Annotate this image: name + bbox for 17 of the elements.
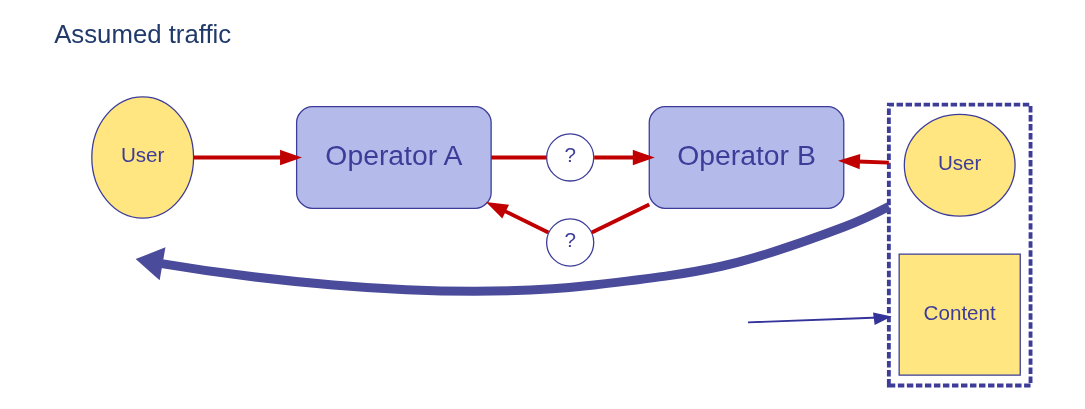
arrow	[135, 202, 891, 296]
node-circle: User	[903, 113, 1016, 217]
node-circle: ?	[546, 218, 595, 267]
connector	[491, 155, 547, 160]
label: Assumed traffic	[54, 19, 232, 48]
node-ellipse: User	[91, 96, 195, 219]
arrow	[193, 149, 302, 166]
node-box: Operator A	[295, 105, 492, 209]
arrow	[594, 149, 655, 166]
node-box: Operator B	[648, 105, 845, 209]
arrow	[485, 201, 550, 235]
node-box: Content	[898, 253, 1021, 376]
connector	[590, 202, 651, 235]
node-circle: ?	[546, 133, 595, 182]
arrow	[838, 153, 889, 170]
arrow	[747, 312, 892, 326]
cluster	[886, 102, 1033, 388]
